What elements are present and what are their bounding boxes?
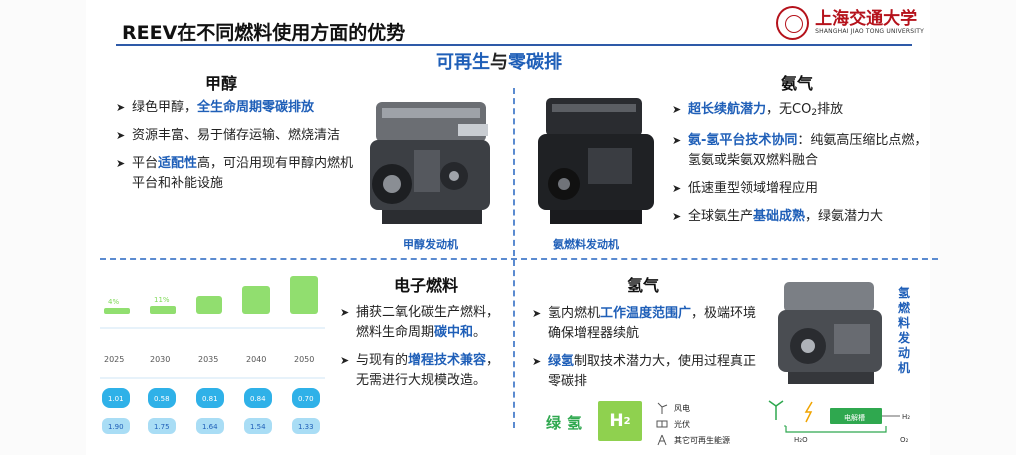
efuel-year-1: 2025 [104,355,124,364]
ammonia-bullet-1: ➤超长续航潜力，无CO2排放 [672,102,844,118]
bullet-arrow-icon: ➤ [532,355,542,368]
efuel-share-1: 4% [108,298,119,306]
headline-and: 与 [490,52,508,73]
process-h2-out: H₂ [902,413,910,421]
methanol-bullet-1: ➤绿色甲醇，全生命周期零碳排放 [116,98,354,118]
wind-source-icon [768,400,784,420]
efuel-row2-1: 1.90 [108,423,124,431]
bullet-arrow-icon: ➤ [672,210,682,223]
ammonia-engine-caption: 氨燃料发动机 [553,238,619,251]
methanol-bullet-2: ➤资源丰富、易于储存运输、燃烧清洁 [116,126,354,146]
efuel-row1-4: 0.84 [250,395,266,403]
hydrogen-bullets: ➤氢内燃机工作温度范围广，极端环境确保增程器续航 ➤绿氢制取技术潜力大，使用过程… [532,304,762,400]
process-water-in: H₂O [794,436,808,444]
efuel-bullets: ➤捕获二氧化碳生产燃料，燃料生命周期碳中和。 ➤与现有的增程技术兼容，无需进行大… [340,303,510,399]
power-tower-icon [657,434,667,446]
lightning-icon [804,401,813,423]
source-solar: 光伏 [656,418,690,430]
ammonia-bullet-3: ➤低速重型领域增程应用 [672,179,928,199]
bullet-arrow-icon: ➤ [672,103,682,116]
slide-title: REEV在不同燃料使用方面的优势 [122,22,406,44]
electrolyzer-label: 电解槽 [844,413,865,422]
efuel-year-3: 2035 [198,355,218,364]
bullet-arrow-icon: ➤ [340,306,350,319]
efuel-row1-3: 0.81 [202,395,218,403]
green-hydrogen-label: 绿氢 [546,414,589,432]
bullet-arrow-icon: ➤ [116,157,126,170]
headline-zero-carbon: 零碳排 [508,52,562,73]
ammonia-heading: 氨气 [781,74,814,93]
efuel-projection-graphic: 4% 11% 2025 2030 2035 2040 2050 1.01 0.5… [100,276,325,434]
efuel-year-2: 2030 [150,355,170,364]
hydrogen-bullet-1: ➤氢内燃机工作温度范围广，极端环境确保增程器续航 [532,306,757,341]
methanol-heading: 甲醇 [205,74,238,93]
electrolyzer-cell [830,408,882,424]
bullet-arrow-icon: ➤ [116,101,126,114]
bullet-arrow-icon: ➤ [532,307,542,320]
horizontal-divider [100,258,938,260]
methanol-engine-caption: 甲醇发动机 [403,238,458,251]
bullet-arrow-icon: ➤ [116,129,126,142]
efuel-row2-3: 1.64 [202,423,218,431]
ammonia-bullet-2: ➤氨-氢平台技术协同：纯氨高压缩比点燃，氢氨或柴氨双燃料融合 [672,133,928,168]
title-rule [116,44,912,46]
university-logo: 上海交通大学 SHANGHAI JIAO TONG UNIVERSITY [776,4,924,42]
ammonia-bullet-4: ➤全球氨生产基础成熟，绿氨潜力大 [672,207,928,227]
bullet-arrow-icon: ➤ [672,134,682,147]
left-margin-band [0,0,86,455]
efuel-row1-1: 1.01 [108,395,124,403]
logo-name-en: SHANGHAI JIAO TONG UNIVERSITY [815,28,924,36]
methanol-engine-image [370,102,490,224]
process-o2-out: O₂ [900,436,909,444]
bullet-arrow-icon: ➤ [340,354,350,367]
hydrogen-engine-image [778,282,882,384]
hydrogen-heading: 氢气 [627,276,660,295]
efuel-row2-5: 1.33 [298,423,314,431]
electrolysis-diagram: 电解槽 H₂ H₂O O₂ [768,400,910,444]
methanol-bullets: ➤绿色甲醇，全生命周期零碳排放 ➤资源丰富、易于储存运输、燃烧清洁 ➤平台适配性… [116,98,354,202]
wind-turbine-icon [657,402,668,414]
logo-name-cn: 上海交通大学 [815,9,918,30]
university-seal-icon [776,6,810,40]
headline: 可再生与零碳排 [436,48,562,74]
ammonia-bullets: ➤超长续航潜力，无CO2排放 ➤氨-氢平台技术协同：纯氨高压缩比点燃，氢氨或柴氨… [672,100,928,235]
efuel-year-5: 2050 [294,355,314,364]
efuel-bullet-1: ➤捕获二氧化碳生产燃料，燃料生命周期碳中和。 [340,305,500,340]
bullet-arrow-icon: ➤ [672,182,682,195]
efuel-row1-5: 0.70 [298,395,314,403]
source-other-renewable: 其它可再生能源 [656,434,730,446]
efuel-bullet-2: ➤与现有的增程技术兼容，无需进行大规模改造。 [340,353,500,388]
efuel-share-2: 11% [154,296,170,304]
methanol-bullet-3: ➤平台适配性高，可沿用现有甲醇内燃机平台和补能设施 [116,156,354,191]
efuel-row2-2: 1.75 [154,423,170,431]
headline-renewable: 可再生 [436,52,490,73]
hydrogen-bullet-2: ➤绿氢制取技术潜力大，使用过程真正零碳排 [532,354,757,389]
source-wind: 风电 [656,402,690,414]
hydrogen-engine-caption: 氢燃料发动机 [897,286,910,375]
ammonia-engine-image [538,98,654,224]
vertical-divider [513,88,515,428]
efuel-row1-2: 0.58 [154,395,170,403]
solar-panel-icon [656,420,668,428]
efuel-year-4: 2040 [246,355,266,364]
efuel-row2-4: 1.54 [250,423,266,431]
efuel-heading: 电子燃料 [394,276,459,295]
right-margin-band [930,0,1016,455]
